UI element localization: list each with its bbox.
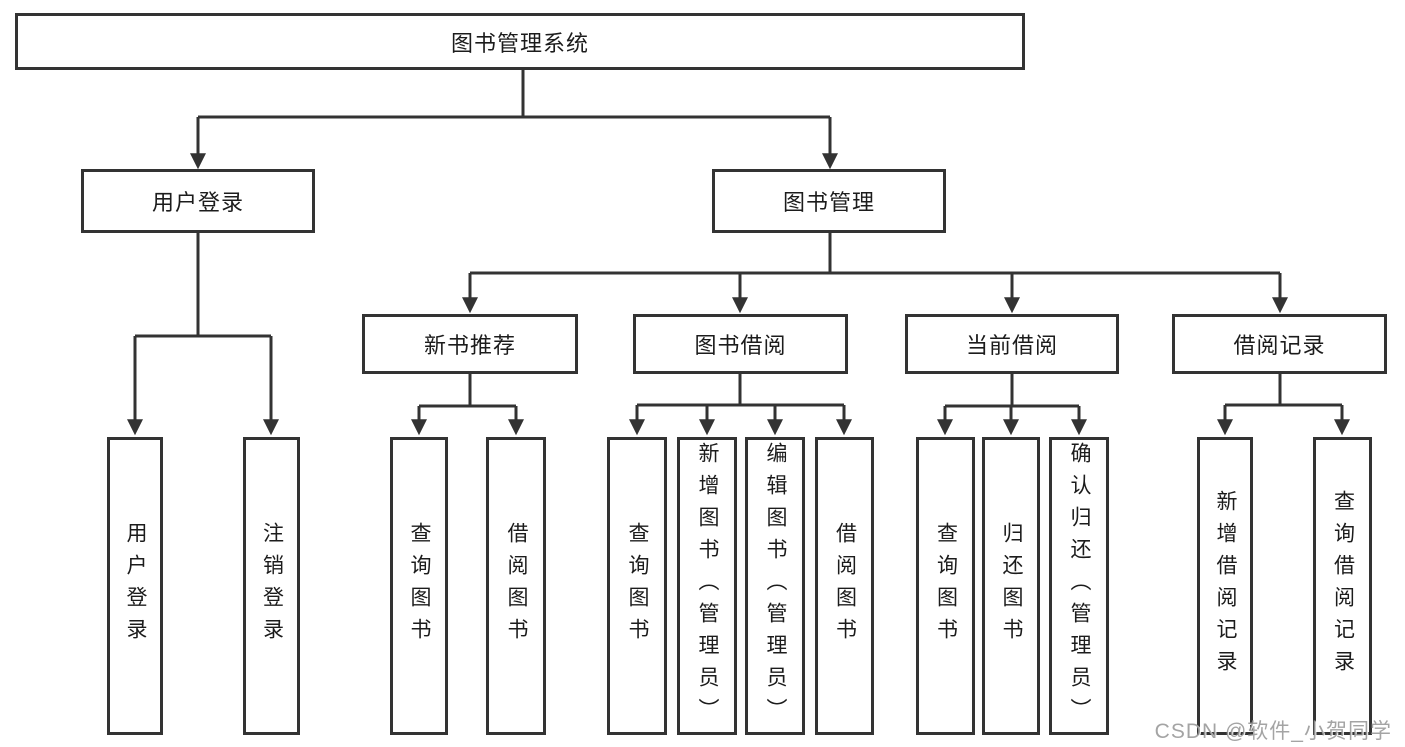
- leaf-borrow-books: 借阅图书: [815, 437, 874, 735]
- leaf-borrow-books-recommend: 借阅图书: [486, 437, 546, 735]
- node-book-borrowing: 图书借阅: [633, 314, 848, 374]
- node-current-borrowing: 当前借阅: [905, 314, 1119, 374]
- csdn-watermark: CSDN @软件_小贺同学: [1154, 720, 1392, 743]
- node-user-login: 用户登录: [81, 169, 315, 233]
- leaf-query-books-borrowing: 查询图书: [607, 437, 667, 735]
- leaf-query-books-current: 查询图书: [916, 437, 975, 735]
- leaf-add-books-admin: 新增图书（管理员）: [677, 437, 737, 735]
- node-book-management: 图书管理: [712, 169, 946, 233]
- node-new-book-recommend: 新书推荐: [362, 314, 578, 374]
- leaf-query-books-recommend: 查询图书: [390, 437, 448, 735]
- node-library-management-system: 图书管理系统: [15, 13, 1025, 70]
- leaf-logout: 注销登录: [243, 437, 300, 735]
- leaf-query-borrow-record: 查询借阅记录: [1313, 437, 1372, 735]
- leaf-edit-books-admin: 编辑图书（管理员）: [745, 437, 805, 735]
- leaf-add-borrow-record: 新增借阅记录: [1197, 437, 1253, 735]
- leaf-confirm-return-admin: 确认归还（管理员）: [1049, 437, 1109, 735]
- node-borrow-records: 借阅记录: [1172, 314, 1387, 374]
- leaf-user-login: 用户登录: [107, 437, 163, 735]
- leaf-return-books: 归还图书: [982, 437, 1040, 735]
